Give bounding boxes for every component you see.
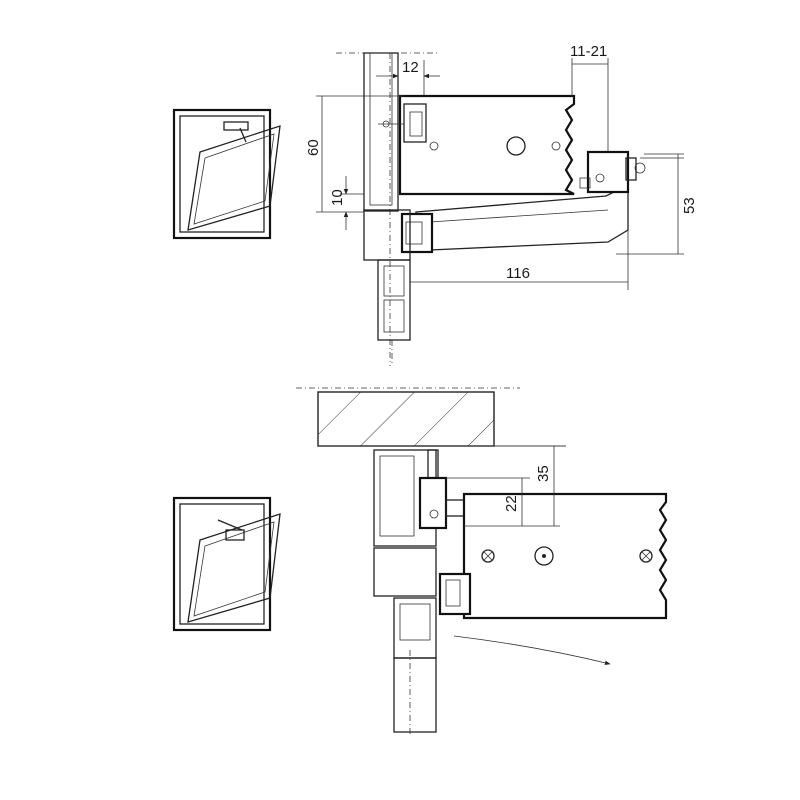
bottom-section-view: 22 35	[296, 387, 668, 736]
opening-direction-arrow	[453, 635, 611, 665]
dim-offset: 10	[329, 189, 346, 206]
window-icon-bottom	[172, 496, 281, 632]
top-section-view: 12 11-21 60	[305, 43, 698, 366]
dim-inner: 22	[503, 495, 520, 512]
dim-height: 60	[305, 139, 322, 156]
dim-top-gap: 12	[402, 59, 419, 76]
dim-stroke: 11-21	[570, 43, 607, 60]
dim-bracket-height: 53	[681, 197, 698, 214]
dim-width: 116	[506, 265, 530, 282]
window-icon-top	[172, 108, 281, 240]
dim-outer: 35	[535, 465, 552, 482]
